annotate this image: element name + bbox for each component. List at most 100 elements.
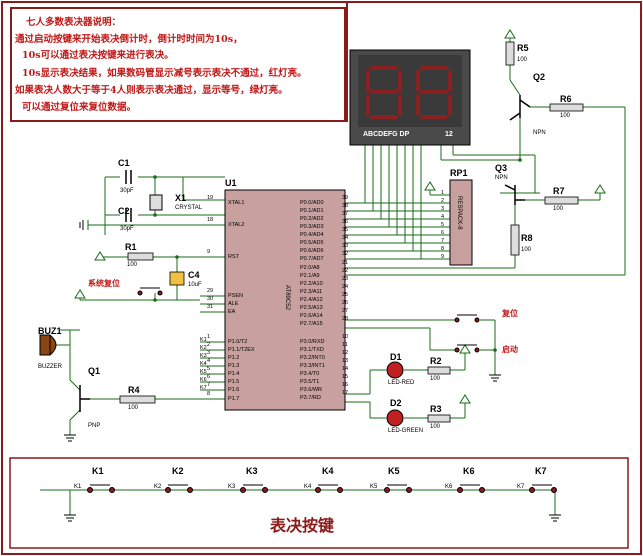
rp1-pin-number: 3: [441, 206, 445, 212]
p1-key-label: K5: [200, 369, 207, 375]
mcu-pin-number: 24: [342, 284, 349, 290]
c2-value: 30pF: [120, 226, 134, 232]
mcu-pin-number: 25: [342, 292, 349, 298]
d1-ref: D1: [390, 352, 402, 362]
notes-line-2: 10s可以通过表决按键来进行表决。: [22, 50, 174, 61]
p1-key-label: K4: [200, 361, 207, 367]
rp1-ref: RP1: [450, 168, 468, 178]
mcu-pin-number: 7: [207, 382, 211, 388]
mcu-pin-number: 36: [342, 219, 349, 225]
mcu-part: AT89C52: [284, 285, 290, 310]
mcu-pin-name: P2.2/A10: [300, 281, 323, 287]
mcu-pin-number: 18: [207, 217, 214, 223]
key-ref: K2: [172, 466, 184, 476]
crystal-body: [149, 194, 163, 211]
mcu-pin-name: P1.2: [228, 355, 240, 361]
r1-ref: R1: [125, 242, 137, 252]
display-digit-label: 12: [445, 131, 453, 138]
mcu-pin-name: P0.1/AD1: [300, 208, 324, 214]
mcu-pin-number: 22: [342, 268, 349, 274]
mcu-pin-number: 37: [342, 211, 349, 217]
mcu-pin-number: 17: [342, 390, 349, 396]
digit-segments: [366, 66, 452, 119]
wires: [40, 30, 626, 515]
mcu-pin-name: P1.0/T2: [228, 339, 248, 345]
key-net-label: K1: [74, 484, 82, 490]
mcu-pin-name: P2.6/A14: [300, 313, 323, 319]
mcu-pin-name: P0.3/AD3: [300, 224, 324, 230]
mcu-pin-number: 21: [342, 260, 349, 266]
r6-value: 100: [560, 113, 571, 119]
mcu-pin-name: P3.0/RXD: [300, 339, 325, 345]
rp1-pin-number: 1: [441, 190, 445, 196]
junction-dots: [153, 158, 522, 352]
mcu-pin-name: PSEN: [228, 293, 243, 299]
rp1-pin-number: 8: [441, 246, 445, 252]
r2-value: 100: [430, 376, 441, 382]
mcu-pin-name: P0.2/AD2: [300, 216, 324, 222]
rp1-body: [449, 179, 473, 266]
key-net-label: K4: [304, 484, 312, 490]
c1-ref: C1: [118, 158, 130, 168]
q2-ref: Q2: [533, 72, 546, 82]
c1-value: 30pF: [120, 188, 134, 194]
capacitors: [125, 170, 132, 222]
p1-key-label: K1: [200, 337, 207, 343]
mcu-pin-name: P2.5/A13: [300, 305, 323, 311]
notes-line-1: 通过启动按键来开始表决倒计时，倒计时时间为10s，: [15, 34, 243, 45]
mcu-pin-number: 33: [342, 243, 349, 249]
rp1-pin-number: 7: [441, 238, 445, 244]
mcu-pin-name: P2.0/A8: [300, 265, 320, 271]
rp1-pin-number: 4: [441, 214, 445, 220]
mcu-pin-number: 39: [342, 195, 349, 201]
c4-value: 10uF: [188, 282, 202, 288]
mcu-chip: [224, 189, 346, 411]
mcu-pin-number: 3: [207, 350, 211, 356]
c4-capacitor-body: [169, 271, 185, 286]
mcu-pin-name: P1.5: [228, 379, 240, 385]
mcu-pin-name: P0.6/AD6: [300, 248, 324, 254]
mcu-pin-name: P2.1/A9: [300, 273, 320, 279]
mcu-pin-name: XTAL1: [228, 200, 245, 206]
description-panel: 七人多数表决器说明： 通过启动按键来开始表决倒计时，倒计时时间为10s， 10s…: [10, 7, 346, 122]
p1-key-label: K7: [200, 385, 207, 391]
notes-line-3: 10s显示表决结果，如果数码管显示减号表示表决不通过，红灯亮。: [22, 68, 307, 79]
p1-key-label: K2: [200, 345, 207, 351]
mcu-pin-name: P1.1/T2EX: [228, 347, 255, 353]
mcu-pin-number: 16: [342, 382, 349, 388]
notes-line-4: 如果表决人数大于等于4人则表示表决通过，显示等号，绿灯亮。: [15, 85, 288, 96]
mcu-pin-number: 27: [342, 308, 349, 314]
r8-ref: R8: [521, 233, 533, 243]
d1-value: LED-RED: [388, 380, 415, 386]
mcu-pin-name: EA: [228, 309, 236, 315]
p1-key-label: K3: [200, 353, 207, 359]
mcu-pin-number: 9: [207, 249, 211, 255]
q2-value: NPN: [533, 130, 546, 136]
display-segment-label: ABCDEFG DP: [363, 131, 410, 138]
mcu-pin-name: P3.7/RD: [300, 395, 321, 401]
q3-ref: Q3: [495, 163, 508, 173]
key-net-label: K6: [445, 484, 453, 490]
mcu-pin-name: P1.4: [228, 371, 240, 377]
transistor-symbols: [79, 95, 531, 412]
mcu-pin-number: 5: [207, 366, 211, 372]
key-ref: K3: [246, 466, 258, 476]
d2-ref: D2: [390, 398, 402, 408]
keys-border: [9, 457, 629, 549]
key-ref: K1: [92, 466, 104, 476]
start-label: 启动: [502, 344, 518, 354]
led-green: [386, 409, 404, 427]
r7-value: 100: [553, 206, 564, 212]
mcu-pin-number: 6: [207, 374, 211, 380]
mcu-pin-number: 19: [207, 195, 214, 201]
led-red: [386, 361, 404, 379]
key-net-label: K3: [228, 484, 236, 490]
mcu-pin-number: 8: [207, 391, 211, 397]
r8-value: 100: [521, 247, 532, 253]
mcu-pin-name: P0.5/AD5: [300, 240, 324, 246]
mcu-pin-number: 1: [207, 334, 211, 340]
mcu-pin-number: 10: [342, 334, 349, 340]
r5-ref: R5: [517, 43, 529, 53]
mcu-pin-number: 30: [207, 296, 214, 302]
